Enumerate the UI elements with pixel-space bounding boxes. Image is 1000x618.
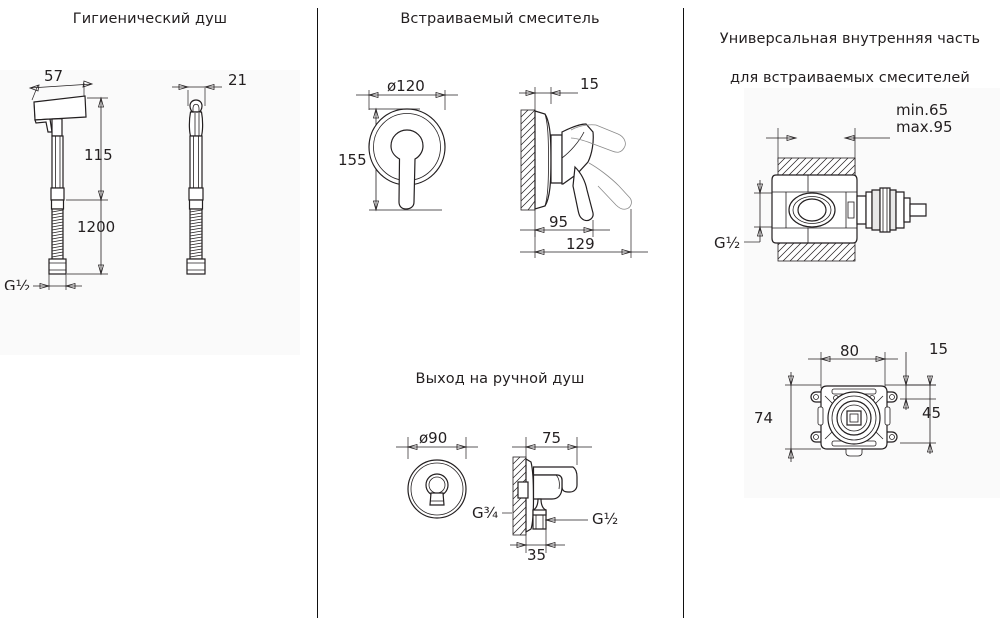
dim-label-80: 80	[840, 342, 859, 360]
dim-45	[900, 375, 936, 454]
shower-head-side	[188, 99, 204, 137]
panel-title-hygienic-shower: Гигиенический душ	[72, 11, 228, 27]
callout-g-half-outlet	[544, 516, 588, 524]
panel-title-universal-rough-in: Универсальная внутренняя часть для встра…	[700, 10, 1000, 88]
dim-label-max95: max.95	[896, 118, 953, 136]
shower-hose-side	[186, 208, 206, 275]
dim-d120	[356, 90, 458, 110]
dim-label-21: 21	[228, 71, 247, 89]
drawing-rough-in-front: 80 15 45	[740, 330, 1000, 490]
drawing-hygienic-shower: 57	[0, 60, 300, 295]
dim-label-g-three-quarter: G¾	[472, 504, 499, 522]
rough-in-body-front	[810, 385, 898, 457]
outlet-holder-side	[532, 466, 578, 500]
shower-handle-side	[188, 135, 204, 210]
panel-title-line-2: для встраиваемых смесителей	[730, 69, 970, 86]
dim-115-1200	[66, 96, 108, 276]
dim-label-d120: ø120	[387, 77, 425, 95]
mixer-faceplate-front	[368, 108, 446, 210]
dim-g-half-rough-in	[744, 180, 772, 243]
mixer-lever-body	[550, 123, 594, 185]
dim-g-half-front	[33, 274, 82, 292]
divider-left	[317, 8, 318, 618]
dim-d90	[396, 437, 478, 459]
dim-label-min65: min.65	[896, 101, 948, 119]
dim-15	[519, 87, 578, 110]
dim-label-35: 35	[527, 546, 546, 564]
panel-title-hand-shower-outlet: Выход на ручной душ	[415, 371, 585, 387]
dim-80	[808, 352, 898, 388]
dim-35	[510, 529, 565, 553]
dim-label-57: 57	[44, 67, 63, 85]
dim-label-129: 129	[566, 235, 595, 253]
drawing-hand-shower-outlet: ø90 G¾	[330, 425, 670, 565]
dim-21	[172, 83, 222, 106]
drawing-concealed-mixer: ø120 155	[330, 62, 670, 272]
drawing-rough-in-section: min.65 max.95	[700, 80, 1000, 270]
dim-label-d90: ø90	[419, 429, 447, 447]
dim-label-75: 75	[542, 429, 561, 447]
panel-title-concealed-mixer: Встраиваемый смеситель	[400, 11, 600, 27]
rough-in-cartridge	[856, 187, 927, 233]
mixer-lever-up-ghost	[570, 124, 632, 210]
dim-label-74: 74	[754, 409, 773, 427]
mixer-faceplate-side	[534, 110, 552, 210]
dim-label-95: 95	[549, 213, 568, 231]
dim-label-g-half-outlet: G½	[592, 510, 618, 528]
shower-head-front	[33, 95, 87, 137]
dim-label-15-front: 15	[929, 340, 948, 358]
mixer-lever-down	[572, 165, 594, 222]
outlet-spout	[532, 498, 547, 530]
dim-57	[28, 80, 94, 101]
shower-handle-front	[50, 135, 65, 210]
dim-74	[785, 372, 821, 462]
dim-label-155: 155	[338, 151, 367, 169]
wall-hatch-mixer	[520, 109, 536, 211]
dim-label-45: 45	[922, 404, 941, 422]
dim-129	[520, 209, 648, 258]
shower-hose-front	[48, 208, 67, 275]
rough-in-body	[771, 174, 858, 244]
dim-label-115: 115	[84, 146, 113, 164]
dim-label-g-half-front: G½	[4, 277, 30, 290]
dim-label-1200: 1200	[77, 218, 115, 236]
panel-title-line-1: Универсальная внутренняя часть	[719, 30, 981, 47]
dim-label-15: 15	[580, 75, 599, 93]
dim-label-g-half-rough-in: G½	[714, 234, 740, 252]
divider-right	[683, 8, 684, 618]
outlet-faceplate-front	[407, 459, 467, 519]
